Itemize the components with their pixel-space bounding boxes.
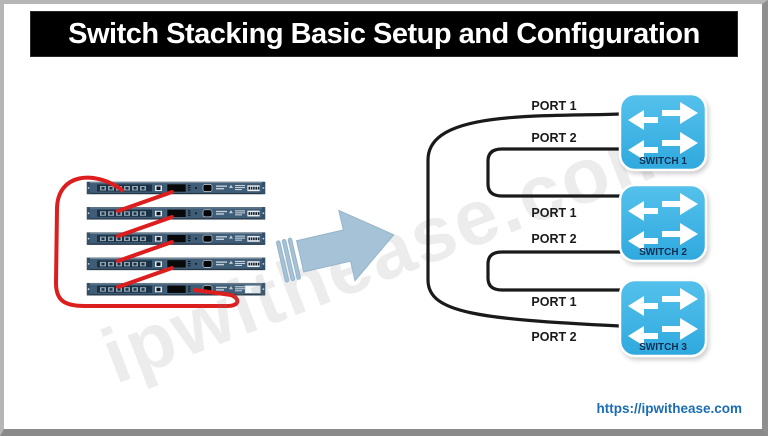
stack-cable-diagonal bbox=[116, 215, 174, 238]
blank-connector-label bbox=[244, 285, 261, 294]
switch-unit bbox=[86, 282, 266, 296]
cable-outer-loop-sw1-sw3 bbox=[426, 112, 622, 328]
switch-1-label: SWITCH 1 bbox=[639, 156, 687, 167]
transform-arrow bbox=[276, 209, 395, 283]
title-banner: Switch Stacking Basic Setup and Configur… bbox=[30, 11, 738, 57]
port-label: PORT 1 bbox=[531, 206, 576, 220]
stack-cable-diagonal bbox=[116, 240, 174, 263]
stack-cable-diagonal bbox=[116, 266, 174, 289]
cable-sw1-sw2 bbox=[486, 147, 622, 198]
switch-3-label: SWITCH 3 bbox=[639, 342, 687, 353]
cable-sw2-sw3 bbox=[486, 250, 622, 292]
right-arrow-icon bbox=[295, 209, 395, 282]
stack-cable-diagonal bbox=[116, 190, 174, 213]
stack-cables bbox=[54, 175, 240, 308]
switch-unit bbox=[86, 257, 266, 271]
stack-cable-loop bbox=[54, 175, 240, 308]
switch-unit bbox=[86, 206, 266, 220]
port-label: PORT 1 bbox=[531, 99, 576, 113]
switch-unit bbox=[86, 232, 266, 246]
page-title: Switch Stacking Basic Setup and Configur… bbox=[68, 17, 700, 50]
port-label: PORT 2 bbox=[531, 131, 576, 145]
arrow-stripe bbox=[287, 237, 301, 280]
switch-2-label: SWITCH 2 bbox=[639, 247, 687, 258]
site-url-link[interactable]: https://ipwithease.com bbox=[596, 401, 742, 416]
stack-topology-diagram: PORT 1 PORT 2 PORT 1 PORT 2 PORT 1 PORT … bbox=[426, 92, 708, 358]
stacked-switches-image bbox=[54, 175, 266, 308]
arrow-stripe bbox=[281, 239, 296, 282]
switch-unit-layer bbox=[86, 181, 266, 296]
port-label: PORT 2 bbox=[531, 330, 576, 344]
arrow-stripe bbox=[276, 240, 290, 283]
port-label: PORT 1 bbox=[531, 295, 576, 309]
port-label: PORT 2 bbox=[531, 232, 576, 246]
